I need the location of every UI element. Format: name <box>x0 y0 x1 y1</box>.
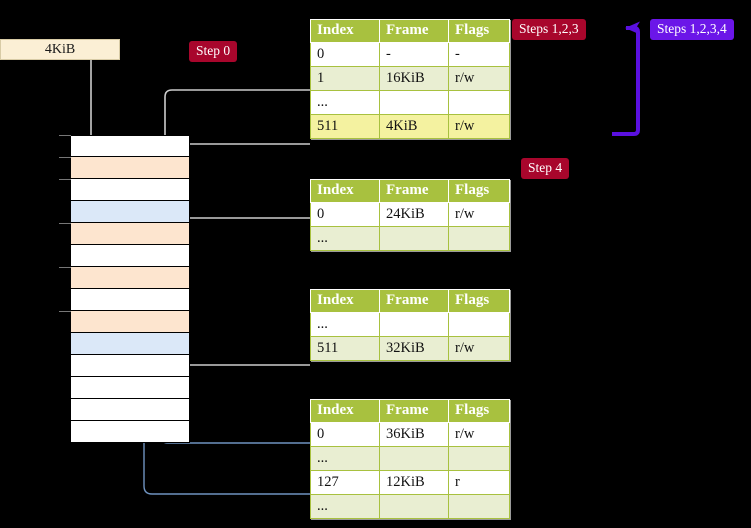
table-row: ... <box>310 494 510 519</box>
cell-index: ... <box>310 226 380 251</box>
column-header-frame: Frame <box>379 179 449 203</box>
cell-frame: 12KiB <box>379 470 449 495</box>
column-header-flags: Flags <box>448 289 510 313</box>
memory-frame <box>70 289 190 311</box>
memory-frame <box>70 201 190 223</box>
cell-flags: r <box>448 470 510 495</box>
cell-frame <box>379 312 449 337</box>
memory-frame <box>70 135 190 157</box>
cell-flags <box>448 494 510 519</box>
column-header-frame: Frame <box>379 19 449 43</box>
memory-frame <box>70 245 190 267</box>
cell-flags <box>448 446 510 471</box>
cell-index: ... <box>310 312 380 337</box>
cell-flags: r/w <box>448 336 510 361</box>
cell-frame <box>379 494 449 519</box>
memory-frame <box>70 421 190 443</box>
cell-flags: r/w <box>448 66 510 91</box>
cell-index: 511 <box>310 114 380 139</box>
cell-frame: - <box>379 42 449 67</box>
table-row: 0-- <box>310 42 510 67</box>
cell-index: ... <box>310 446 380 471</box>
column-header-flags: Flags <box>448 179 510 203</box>
badge-step-4: Step 4 <box>521 158 570 179</box>
memory-frame <box>70 355 190 377</box>
cell-frame: 4KiB <box>379 114 449 139</box>
memory-frame-tick <box>59 223 71 224</box>
cell-frame: 32KiB <box>379 336 449 361</box>
cell-flags: r/w <box>448 422 510 447</box>
cell-index: ... <box>310 90 380 115</box>
memory-frame-tick <box>59 267 71 268</box>
column-header-index: Index <box>310 19 380 43</box>
memory-frame <box>70 179 190 201</box>
column-header-index: Index <box>310 399 380 423</box>
table-row: ... <box>310 90 510 115</box>
cell-flags <box>448 90 510 115</box>
wire-pml4-1-to-memory <box>177 143 310 159</box>
column-header-index: Index <box>310 289 380 313</box>
table-row: ... <box>310 446 510 471</box>
cell-flags: - <box>448 42 510 67</box>
wire-steps-bracket <box>612 21 640 136</box>
cell-frame <box>379 90 449 115</box>
cell-frame: 36KiB <box>379 422 449 447</box>
column-header-flags: Flags <box>448 399 510 423</box>
cell-flags: r/w <box>448 202 510 227</box>
cell-index: 0 <box>310 42 380 67</box>
memory-frame <box>70 399 190 421</box>
column-header-flags: Flags <box>448 19 510 43</box>
cell-frame: 16KiB <box>379 66 449 91</box>
memory-frame-tick <box>59 311 71 312</box>
memory-frame <box>70 157 190 179</box>
column-header-frame: Frame <box>379 399 449 423</box>
cell-index: 127 <box>310 470 380 495</box>
memory-frame <box>70 377 190 399</box>
cell-index: 1 <box>310 66 380 91</box>
cell-flags <box>448 312 510 337</box>
cell-index: 0 <box>310 422 380 447</box>
cell-frame <box>379 446 449 471</box>
wire-pdpt-0-to-memory <box>177 217 310 262</box>
memory-frame <box>70 267 190 289</box>
table-row: ... <box>310 226 510 251</box>
cell-frame: 24KiB <box>379 202 449 227</box>
badge-steps-123: Steps 1,2,3 <box>512 19 586 40</box>
column-header-index: Index <box>310 179 380 203</box>
cell-frame <box>379 226 449 251</box>
cell-flags: r/w <box>448 114 510 139</box>
memory-frame-tick <box>59 157 71 158</box>
badge-steps-1234: Steps 1,2,3,4 <box>650 19 734 40</box>
memory-frame <box>70 311 190 333</box>
table-row: ... <box>310 312 510 337</box>
cell-index: 0 <box>310 202 380 227</box>
memory-frame-tick <box>59 179 71 180</box>
column-header-frame: Frame <box>379 289 449 313</box>
cell-flags <box>448 226 510 251</box>
memory-frame <box>70 333 190 355</box>
cell-index: ... <box>310 494 380 519</box>
memory-frame-tick <box>59 135 71 136</box>
badge-step-0: Step 0 <box>189 41 238 62</box>
frame-size-banner: 4KiB <box>0 39 120 60</box>
physical-memory-column <box>70 135 190 443</box>
cell-index: 511 <box>310 336 380 361</box>
memory-frame <box>70 223 190 245</box>
